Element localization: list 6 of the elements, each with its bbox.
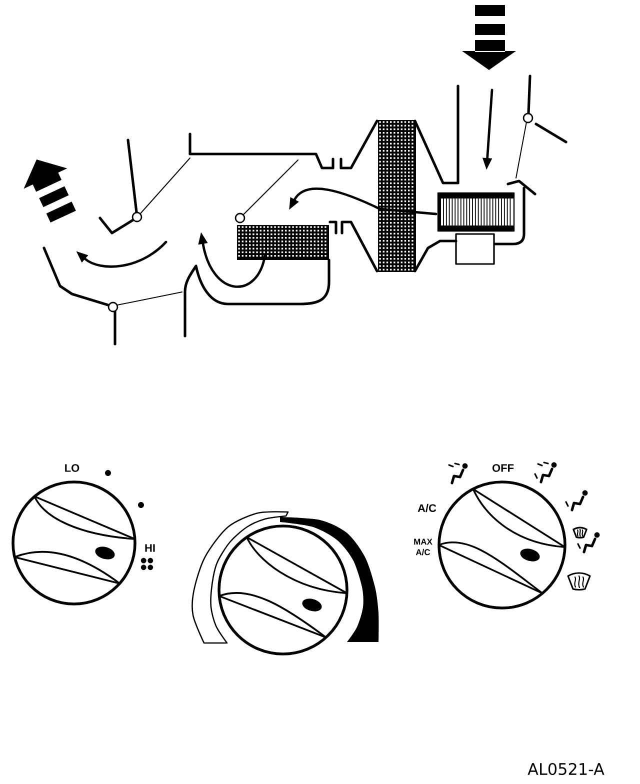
figure-code: AL0521-A — [528, 762, 604, 776]
scale-label: HI — [145, 544, 155, 552]
scale-label: OFF — [492, 464, 514, 472]
scale-label: A/C — [418, 504, 436, 512]
scale-label: LO — [65, 464, 80, 472]
scale-label: MAX A/C — [414, 538, 432, 556]
